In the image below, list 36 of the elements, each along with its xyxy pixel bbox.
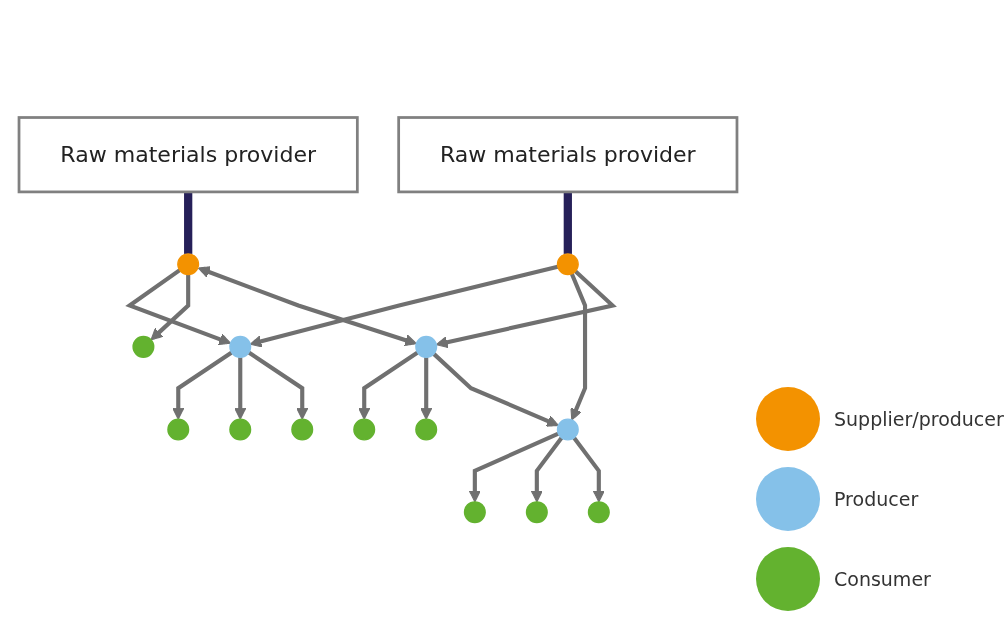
legend-text: Consumer xyxy=(834,568,931,590)
arrow xyxy=(572,436,605,502)
arrow xyxy=(569,272,588,420)
arrow xyxy=(420,356,433,420)
arrow xyxy=(249,264,559,347)
legend-text: Supplier/producer xyxy=(834,408,1004,430)
legend-text: Producer xyxy=(834,488,919,510)
arrow xyxy=(150,274,191,340)
node-circle xyxy=(229,418,252,441)
node-circle xyxy=(556,252,579,275)
node-circle xyxy=(587,500,610,523)
node-circle xyxy=(177,252,200,275)
node-circle xyxy=(353,418,376,441)
node-circle xyxy=(525,500,548,523)
arrow xyxy=(468,431,560,502)
node-circle xyxy=(132,335,155,358)
node-box: Raw materials provider xyxy=(17,115,359,193)
arrow xyxy=(435,269,617,348)
arrow xyxy=(172,350,233,420)
node-circle xyxy=(167,418,190,441)
node-box: Raw materials provider xyxy=(397,115,739,193)
arrow xyxy=(432,351,559,427)
arrow xyxy=(234,356,247,420)
node-circle xyxy=(463,500,486,523)
arrow xyxy=(530,436,564,502)
node-circle xyxy=(556,418,579,441)
node-circle xyxy=(415,418,438,441)
connector xyxy=(184,191,193,254)
arrow xyxy=(125,268,232,345)
connector xyxy=(563,191,572,254)
arrow xyxy=(197,265,417,346)
node-circle xyxy=(229,335,252,358)
arrow xyxy=(358,350,419,420)
node-circle xyxy=(415,335,438,358)
arrow xyxy=(247,350,309,420)
node-circle xyxy=(291,418,314,441)
